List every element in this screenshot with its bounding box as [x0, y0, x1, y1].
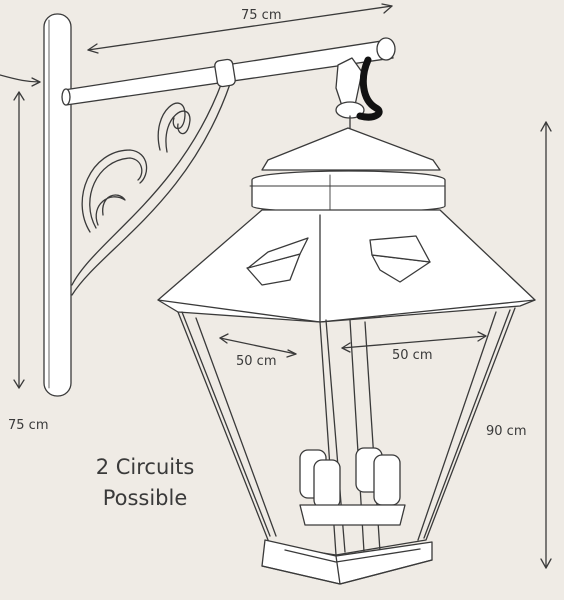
lantern-width-left-label: 50 cm	[236, 354, 277, 369]
lantern-base	[261, 539, 433, 585]
wall-arrow-indicator	[0, 74, 41, 87]
arm-length-dimension	[87, 3, 393, 54]
lantern-cap	[249, 127, 446, 213]
horizontal-arm	[61, 37, 396, 106]
arm-length-label: 75 cm	[241, 8, 282, 23]
candle-cluster	[299, 447, 406, 526]
circuits-note-line1: 2 Circuits	[95, 455, 195, 479]
lantern-height-label: 90 cm	[486, 424, 527, 439]
scroll-bracket	[71, 81, 231, 296]
bracket-height-label: 75 cm	[8, 418, 49, 433]
lantern-width-left-dimension	[219, 333, 297, 358]
circuits-note-line2: Possible	[102, 486, 188, 510]
hanging-hook	[335, 56, 383, 131]
wall-post	[43, 13, 72, 397]
circuits-note: 2 Circuits Possible	[70, 452, 220, 514]
lantern-height-dimension	[540, 121, 552, 569]
bracket-height-dimension	[13, 91, 25, 389]
lantern-width-right-dimension	[341, 331, 487, 353]
lantern-roof	[157, 209, 536, 323]
lantern-width-right-label: 50 cm	[392, 348, 433, 363]
